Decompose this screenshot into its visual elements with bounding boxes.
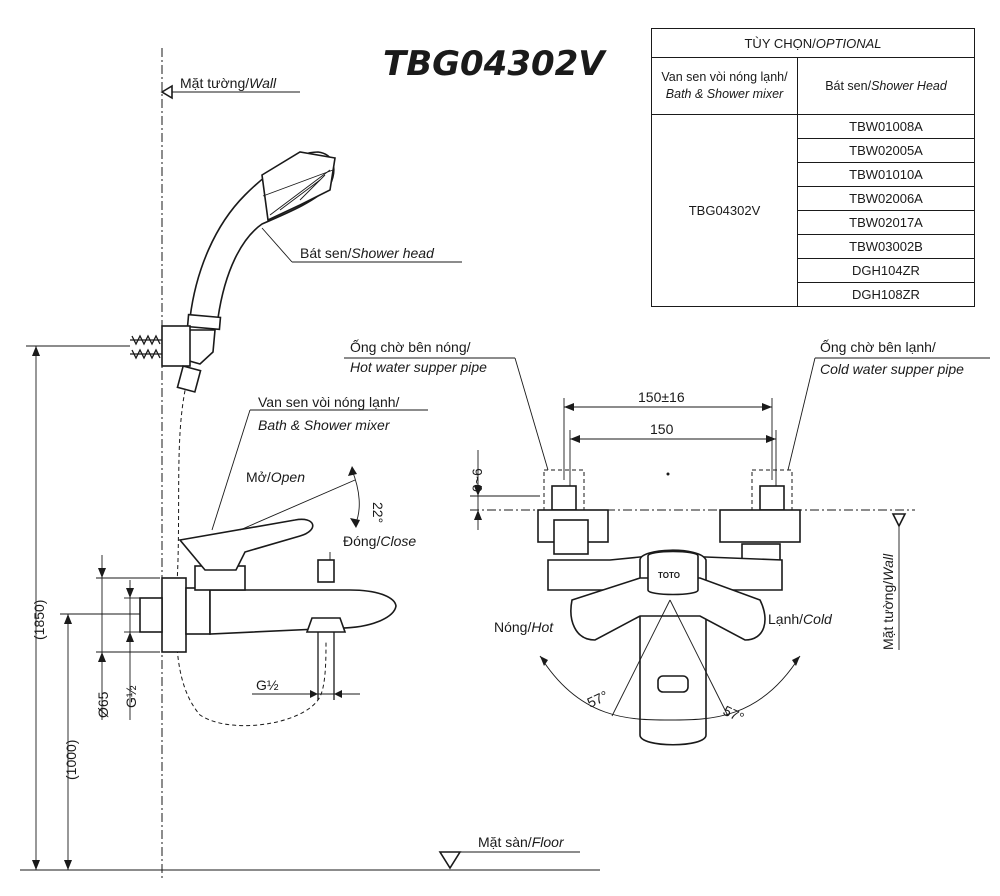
dimension-150: 150 xyxy=(569,421,777,486)
svg-text:Bát sen/Shower head: Bát sen/Shower head xyxy=(300,245,435,261)
table-row: TBW02005A xyxy=(797,138,975,163)
svg-text:Mặt tường/Wall: Mặt tường/Wall xyxy=(880,553,896,650)
svg-text:Nóng/Hot: Nóng/Hot xyxy=(494,619,554,635)
table-header: TÙY CHỌN/OPTIONAL xyxy=(651,28,975,58)
options-table: TÙY CHỌN/OPTIONAL Van sen vòi nóng lạnh/… xyxy=(651,28,975,307)
shower-head-label: Bát sen/Shower head xyxy=(261,227,462,263)
svg-text:(1850): (1850) xyxy=(31,600,47,640)
svg-text:Van sen vòi nóng lạnh/: Van sen vòi nóng lạnh/ xyxy=(258,394,400,410)
mixer-front: TOTO xyxy=(570,549,766,746)
holder-screws xyxy=(130,325,191,367)
mixer-body-side xyxy=(139,518,397,653)
dimension-150-tol: 150±16 xyxy=(563,389,773,480)
svg-text:Mặt sàn/Floor: Mặt sàn/Floor xyxy=(478,834,565,850)
table-col-shower-head: Bát sen/Shower Head xyxy=(797,57,975,115)
table-row: TBW01010A xyxy=(797,162,975,187)
svg-text:Mặt tường/Wall: Mặt tường/Wall xyxy=(180,75,277,91)
hot-pipe xyxy=(537,469,651,591)
table-row: TBW02006A xyxy=(797,186,975,211)
svg-text:150: 150 xyxy=(650,421,674,437)
dimension-dia65: Ø65 xyxy=(95,555,160,720)
svg-text:Lạnh/Cold: Lạnh/Cold xyxy=(768,611,833,627)
svg-text:G½: G½ xyxy=(123,685,139,708)
table-row: DGH108ZR xyxy=(797,282,975,307)
svg-text:Ø65: Ø65 xyxy=(95,691,111,718)
hose-connector xyxy=(176,365,202,393)
svg-text:Mở/Open: Mở/Open xyxy=(246,469,305,485)
svg-text:TOTO: TOTO xyxy=(658,571,680,580)
hot-pipe-label: Ống chờ bên nóng/ Hot water supper pipe xyxy=(344,338,549,471)
dimension-1000: (1000) xyxy=(60,613,140,870)
table-col-mixer: Van sen vòi nóng lạnh/Bath & Shower mixe… xyxy=(651,57,798,115)
svg-text:Cold water supper pipe: Cold water supper pipe xyxy=(820,361,964,377)
svg-text:Ống chờ bên lạnh/: Ống chờ bên lạnh/ xyxy=(820,338,936,355)
table-row: TBW03002B xyxy=(797,234,975,259)
svg-text:150±16: 150±16 xyxy=(638,389,685,405)
svg-text:Đóng/Close: Đóng/Close xyxy=(343,533,416,549)
lever-open-close: Mở/Open 22° Đóng/Close xyxy=(239,466,416,560)
wall-label-top: Mặt tường/Wall xyxy=(160,75,300,100)
svg-text:Hot water supper pipe: Hot water supper pipe xyxy=(350,359,487,375)
svg-text:G½: G½ xyxy=(256,677,279,693)
svg-text:22°: 22° xyxy=(370,502,386,523)
svg-text:Bath & Shower mixer: Bath & Shower mixer xyxy=(258,417,391,433)
table-row: TBW02017A xyxy=(797,210,975,235)
dimension-g-half-inlet: G½ xyxy=(123,580,140,720)
floor-label: Mặt sàn/Floor xyxy=(20,834,600,871)
outlet-pipe: G½ xyxy=(252,632,360,700)
svg-text:Ống chờ bên nóng/: Ống chờ bên nóng/ xyxy=(350,338,471,355)
cold-pipe-label: Ống chờ bên lạnh/ Cold water supper pipe xyxy=(787,338,990,471)
table-row: DGH104ZR xyxy=(797,258,975,283)
dimension-1850: (1850) xyxy=(26,345,130,870)
table-mixer-model: TBG04302V xyxy=(651,114,798,307)
mixer-label: Van sen vòi nóng lạnh/ Bath & Shower mix… xyxy=(211,394,428,531)
svg-text:57°: 57° xyxy=(585,687,611,710)
svg-text:(1000): (1000) xyxy=(63,740,79,780)
svg-text:0~6: 0~6 xyxy=(469,468,485,492)
svg-text:57°: 57° xyxy=(721,702,747,725)
model-title: TBG04302V xyxy=(383,44,607,84)
dimension-0-6: 0~6 xyxy=(469,450,540,530)
table-row: TBW01008A xyxy=(797,114,975,139)
front-wall-label: Mặt tường/Wall xyxy=(880,513,907,650)
